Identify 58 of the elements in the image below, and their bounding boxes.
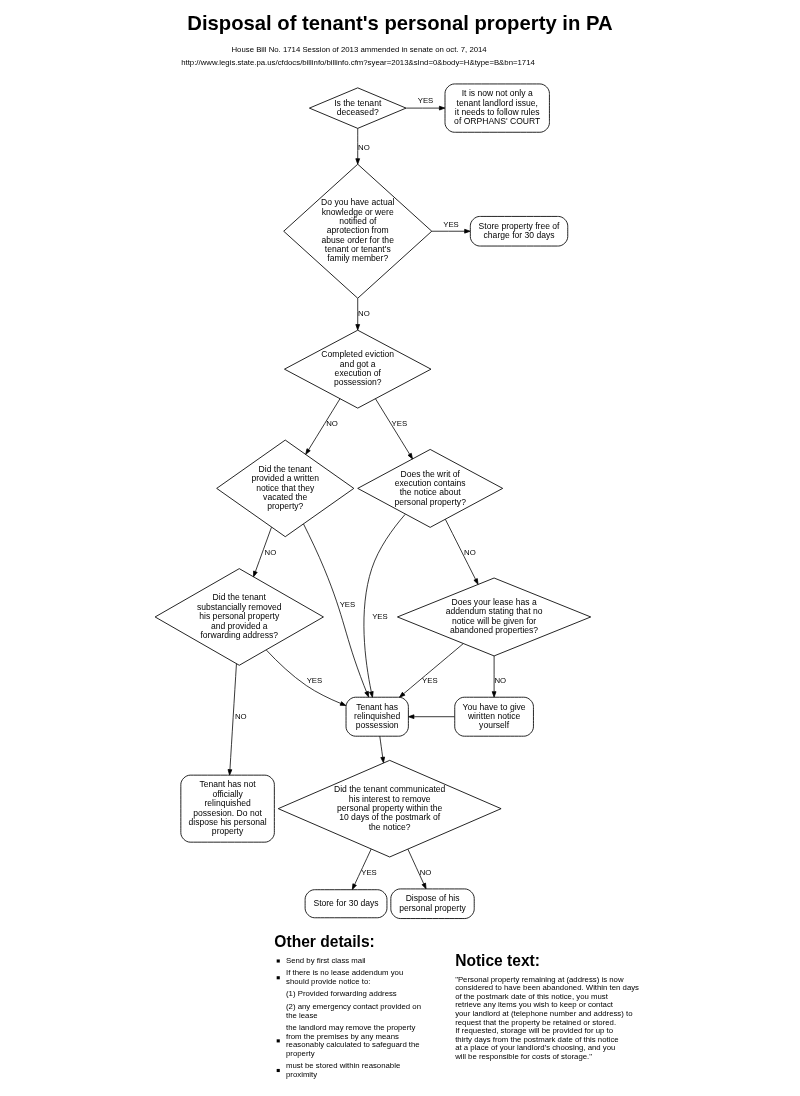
diagram-title: Disposal of tenant's personal property in PA (187, 12, 613, 35)
edge-label: YES (361, 867, 377, 877)
edge-label: NO (419, 867, 432, 877)
label: the landlord may remove the property from the premises by any means reasonably calculated to safeguard the property (286, 1022, 420, 1058)
node-box: You have to give wiritten notice yourself (454, 696, 534, 737)
node-box: It is now not only a tenant landlord issue, it needs to follow rules of ORPHANS' COURT (444, 83, 550, 133)
node-diamond: Did the tenant communicated his interest to remove personal property within the 10 days of the postmark of the notice? (277, 759, 502, 858)
arrow (405, 105, 446, 111)
arrow (305, 398, 341, 455)
label: If there is no lease addendum you should provide notice to: (286, 968, 404, 986)
node-box: Dispose of his personal property (390, 888, 475, 919)
label: Notice text: (455, 952, 540, 970)
arrow (355, 298, 360, 331)
edge-label: YES (339, 600, 356, 610)
edge-label: YES (422, 676, 438, 686)
edge-label: YES (391, 419, 408, 429)
node-diamond: Completed eviction and got a execution of possession? (284, 329, 432, 409)
arrow (379, 735, 385, 764)
arrow (253, 526, 272, 578)
arrow (227, 663, 237, 776)
edge-label: YES (306, 676, 323, 686)
arrow (431, 228, 471, 234)
arrow (399, 643, 464, 698)
node-diamond: Did the tenant provided a written notice that they vacated the property? (216, 439, 355, 538)
edge-label: NO (494, 676, 507, 686)
arrow (444, 518, 479, 585)
edge-label: NO (326, 419, 338, 429)
label: http://www.legis.state.pa.us/cfdocs/billinfo/billinfo.cfm?syear=2013&sInd=0&body=H&type=B&bn=1714 (181, 57, 535, 67)
node-box: Tenant has not officially relinquished possesion. Do not dispose his personal property (180, 774, 275, 843)
node-diamond: Do you have actual knowledge or were notified of aprotection from abuse order for the tenant or tenant's family member? (283, 163, 433, 299)
arrow (303, 523, 370, 698)
edge-label: YES (443, 219, 459, 229)
label: (2) any emergency contact provided on the lease (286, 1001, 421, 1020)
node-box: Store for 30 days (304, 889, 388, 919)
node-box: Store property free of charge for 30 days (469, 216, 569, 247)
label: Send by first class mail (286, 955, 366, 965)
arrow (351, 848, 372, 890)
edge-label: NO (264, 547, 277, 557)
arrow (408, 714, 455, 719)
edge-label: YES (372, 611, 388, 621)
edge-label: NO (464, 547, 476, 557)
arrow (491, 655, 497, 698)
edge-label: NO (358, 143, 370, 153)
label: must be stored within reasonable proximity (286, 1061, 401, 1079)
arrow (375, 398, 413, 460)
edge-label: NO (358, 309, 370, 319)
node-box: Tenant has relinquished possession (345, 696, 409, 737)
label: (1) Provided forwarding address (286, 989, 397, 999)
edge-label: YES (417, 96, 434, 106)
label: House Bill No. 1714 Session of 2013 ammended in senate on oct. 7, 2014 (231, 45, 487, 55)
label: "Personal property remaining at (address) is now considered to have been abandoned. Within ten days of the postmark date of this notice, you must retrieve any items you wish to keep or contact your landlord at (telephone number and address) to request that the property be retained or stored. If requested, storage will be provided for up to thirty days from the postmark date of this notice at a place of your landlord's choosing, and you will be responsible for costs of storage." (455, 974, 639, 1061)
arrow (407, 848, 427, 890)
arrow (266, 649, 347, 706)
edge-label: NO (235, 711, 247, 721)
arrow (363, 513, 406, 698)
arrow (355, 128, 360, 165)
label: Other details: (274, 933, 375, 951)
node-diamond: Is the tenant deceased? (309, 87, 407, 129)
